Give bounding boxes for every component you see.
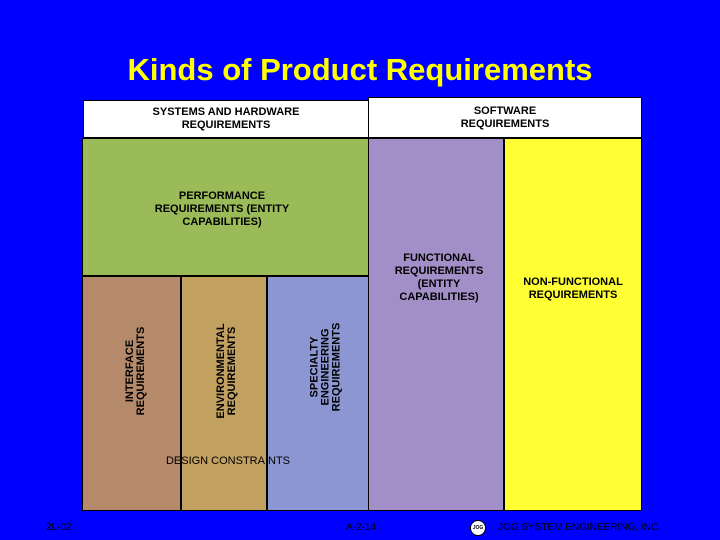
interface-requirements-label: INTERFACE REQUIREMENTS	[124, 326, 147, 416]
software-header: SOFTWARE REQUIREMENTS	[368, 97, 642, 138]
performance-requirements-region	[82, 138, 369, 276]
slide-id: 2L-02	[46, 522, 72, 533]
specialty-engineering-label: SPECIALTY ENGINEERING REQUIREMENTS	[308, 322, 343, 412]
environmental-requirements-region	[181, 276, 267, 511]
company-name: JOG SYSTEM ENGINEERING, INC.	[498, 522, 661, 533]
page-title: Kinds of Product Requirements	[127, 52, 593, 87]
functional-requirements-region	[368, 138, 504, 511]
non-functional-requirements-region	[504, 138, 642, 511]
specialty-engineering-region	[267, 276, 369, 511]
design-constraints-label: DESIGN CONSTRAINTS	[165, 455, 291, 467]
interface-requirements-region	[82, 276, 181, 511]
environmental-requirements-label: ENVIRONMENTAL REQUIREMENTS	[215, 323, 238, 419]
systems-hardware-header: SYSTEMS AND HARDWARE REQUIREMENTS	[83, 100, 369, 138]
jog-logo: JOG	[470, 520, 486, 536]
functional-requirements-label: FUNCTIONAL REQUIREMENTS (ENTITY CAPABILI…	[394, 252, 484, 303]
systems-hardware-header-label: SYSTEMS AND HARDWARE REQUIREMENTS	[152, 106, 300, 131]
non-functional-requirements-label: NON-FUNCTIONAL REQUIREMENTS	[523, 276, 623, 301]
performance-requirements-label: PERFORMANCE REQUIREMENTS (ENTITY CAPABIL…	[154, 190, 290, 228]
software-header-label: SOFTWARE REQUIREMENTS	[460, 104, 550, 130]
page-number: A-2-14	[346, 522, 377, 533]
